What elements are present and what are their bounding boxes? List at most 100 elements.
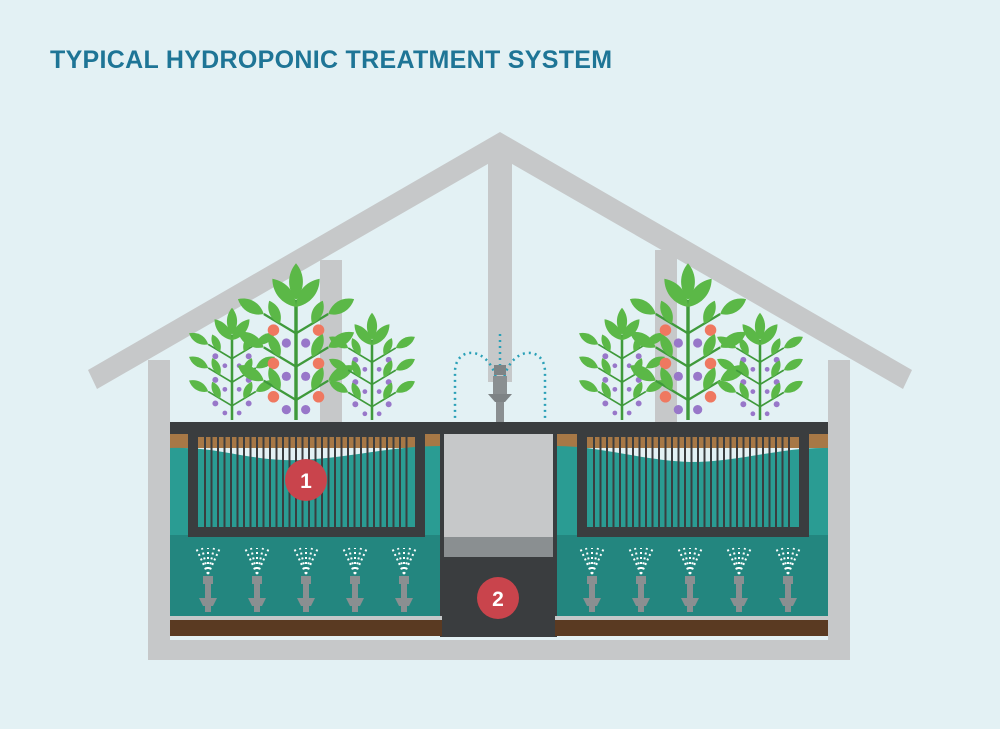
leaf: [601, 358, 611, 376]
fruit: [612, 386, 618, 392]
branch: [347, 347, 373, 363]
plants: [189, 263, 803, 420]
fruit: [602, 376, 609, 383]
leaf: [211, 381, 221, 399]
sprinkler-pipe: [785, 582, 791, 612]
leaf: [237, 331, 264, 348]
fruit: [750, 411, 756, 417]
leaf: [720, 365, 747, 382]
leaf: [739, 360, 749, 378]
sprinkler-pipe: [589, 582, 595, 612]
leaf: [760, 324, 778, 346]
sprinkler-head: [734, 576, 744, 584]
sprinkler-base: [346, 598, 364, 606]
branch: [621, 343, 647, 360]
fruit: [362, 389, 368, 394]
branch: [371, 369, 397, 386]
leaf: [289, 263, 303, 300]
sprinkler-base: [199, 598, 217, 606]
leaf: [243, 381, 253, 399]
branch: [597, 343, 623, 360]
fountain-head: [488, 394, 512, 402]
branch: [655, 346, 689, 368]
sprinkler-pipe: [736, 582, 742, 612]
leaf: [232, 319, 250, 341]
sprinkler: [244, 547, 270, 612]
branch: [597, 367, 623, 383]
sprinkler: [628, 547, 654, 612]
branch: [621, 390, 647, 407]
left-treatment-bed: [170, 427, 442, 620]
branch: [759, 347, 785, 363]
leaf: [354, 324, 372, 346]
branch: [263, 346, 297, 368]
fruit: [212, 353, 219, 360]
sprinkler-pipe: [638, 582, 644, 612]
plant: [329, 312, 415, 420]
leaf: [328, 298, 355, 315]
fountain-nozzle: [494, 365, 506, 375]
fruit: [245, 400, 252, 407]
sprinkler-head: [252, 576, 262, 584]
leaf: [351, 360, 361, 378]
leaf: [351, 382, 361, 400]
leaf: [237, 298, 264, 315]
fruit: [602, 400, 609, 407]
greenhouse-frame: [88, 132, 912, 660]
fruit: [236, 410, 242, 416]
leaf: [703, 367, 716, 391]
marker-1-label: 1: [300, 470, 312, 493]
leaf: [189, 380, 209, 392]
leaf: [211, 358, 221, 376]
fruit: [602, 353, 609, 360]
leaf: [783, 380, 803, 393]
leaf: [366, 312, 378, 340]
fruit: [704, 324, 717, 336]
fountain-stem: [496, 402, 504, 422]
fruit: [312, 391, 325, 403]
leaf: [226, 307, 238, 335]
sprinkler-base: [395, 598, 413, 606]
post-center: [488, 152, 512, 382]
sprinkler-head: [350, 576, 360, 584]
sprinkler-head: [685, 576, 695, 584]
leaf: [703, 300, 716, 324]
fruit: [301, 405, 311, 415]
fruit: [267, 391, 280, 403]
leaf: [189, 356, 209, 369]
fruit: [635, 400, 642, 407]
branch: [207, 390, 233, 407]
leaf: [351, 338, 361, 356]
leaf: [579, 332, 599, 345]
plant: [717, 312, 803, 420]
branch: [759, 369, 785, 386]
fruit: [301, 338, 311, 348]
leaf: [703, 334, 716, 358]
center-divider-left: [440, 434, 444, 637]
fruit: [222, 410, 228, 416]
ground-liner-right: [555, 616, 828, 620]
leaf: [720, 298, 747, 315]
leaf: [633, 381, 643, 399]
fruit: [376, 389, 382, 394]
fruit: [673, 371, 683, 381]
fruit: [301, 371, 311, 381]
sprinkler-pipe: [303, 582, 309, 612]
leaf: [604, 319, 622, 341]
fruit: [612, 363, 618, 369]
ground-strip-right: [555, 620, 828, 636]
sprinkler-base: [248, 598, 266, 606]
ground-liner-left: [170, 616, 442, 620]
leaf: [717, 336, 737, 349]
fruit: [693, 405, 703, 415]
sprinkler-base: [297, 598, 315, 606]
leaf: [268, 367, 281, 391]
marker-2-label: 2: [492, 588, 504, 611]
leaf: [616, 307, 628, 335]
leaf: [622, 319, 640, 341]
wall-right: [828, 360, 850, 660]
fruit: [764, 411, 770, 417]
fruit: [764, 366, 770, 372]
fruit: [222, 363, 228, 369]
fountain: [453, 330, 547, 422]
